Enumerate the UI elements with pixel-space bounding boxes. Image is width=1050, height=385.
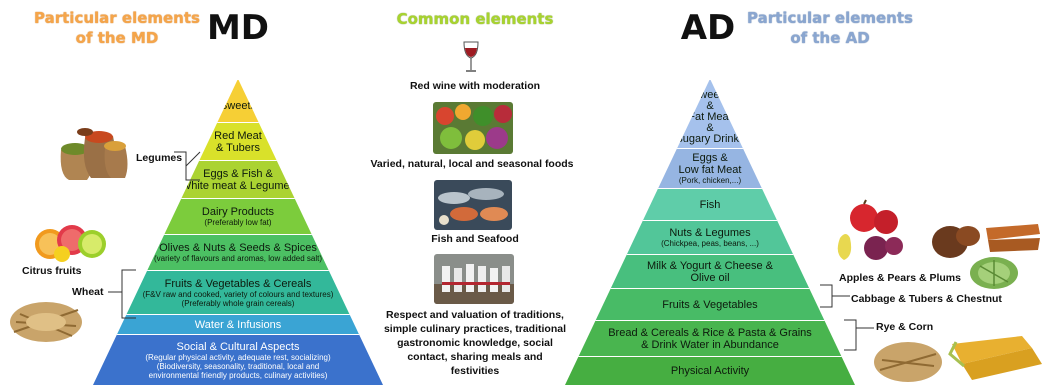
md-tier-fruits-veg-l1: Fruits & Vegetables & Cereals — [164, 277, 312, 290]
fish-seafood-label: Fish and Seafood — [431, 233, 519, 245]
ad-tier-fruits-l1: Fruits & Vegetables — [662, 298, 758, 311]
md-tier-red-meat-l1: Red Meat — [214, 129, 262, 142]
md-pyramid: Sweets Red Meat & Tubers Eggs & Fish & W… — [93, 80, 383, 385]
wine-label: Red wine with moderation — [409, 80, 541, 92]
traditions-l1: Respect and valuation of traditions, — [386, 309, 564, 321]
ad-tier-eggs-sub: (Pork, chicken,...) — [678, 176, 742, 185]
ad-tier-sweets-l4: & — [706, 121, 714, 134]
citrus-fruits-label: Citrus fruits — [22, 265, 82, 277]
ad-tier-nuts-sub: (Chickpea, peas, beans, ...) — [661, 239, 759, 248]
ad-pyramid: Sweets & Fat Meat & Sugary Drinks Eggs &… — [565, 80, 855, 385]
md-tier-sweets-label: Sweets — [219, 100, 257, 112]
ad-tier-sweets: Sweets & Fat Meat & Sugary Drinks — [565, 80, 855, 148]
ad-particular-line2: of the AD — [790, 29, 870, 47]
traditions-l2: simple culinary practices, traditional — [383, 323, 567, 335]
ad-fruit-bracket — [820, 284, 850, 308]
md-particular-header: Particular elements of the MD — [22, 8, 212, 48]
md-tier-social: Social & Cultural Aspects (Regular physi… — [93, 334, 383, 385]
traditions-photo — [434, 254, 514, 304]
md-tier-eggs-fish: Eggs & Fish & White meat & Legumes — [93, 160, 383, 198]
md-tier-olives-l1: Olives & Nuts & Seeds & Spices — [159, 242, 317, 254]
md-tier-dairy-sub: (Preferably low fat) — [204, 218, 272, 227]
ad-bread-bracket — [844, 319, 874, 351]
apples-image — [837, 199, 903, 260]
ad-tier-bread-l2: & Drink Water in Abundance — [641, 338, 779, 351]
ad-tier-nuts: Nuts & Legumes (Chickpea, peas, beans, .… — [565, 220, 855, 254]
md-tier-eggs-fish-l2: White meat & Legumes — [180, 179, 296, 192]
seafood-photo — [434, 180, 512, 230]
ad-tier-bread-l1: Bread & Cereals & Rice & Pasta & Grains — [608, 326, 812, 339]
md-tier-sweets: Sweets — [93, 80, 383, 122]
foods-label: Varied, natural, local and seasonal food… — [370, 158, 574, 170]
md-tier-eggs-fish-l1: Eggs & Fish & — [203, 167, 273, 180]
ad-tier-eggs-l1: Eggs & — [692, 152, 728, 164]
ad-tier-sweets-l3: Fat Meat — [688, 110, 732, 123]
traditions-l5: festivities — [450, 365, 500, 377]
ad-tier-milk-l1: Milk & Yogurt & Cheese & — [647, 259, 773, 272]
legumes-bracket — [174, 151, 201, 181]
traditions-l4: contact, sharing meals and — [407, 351, 543, 363]
ad-particular-line1: Particular elements — [747, 9, 913, 27]
cabbage-image — [970, 257, 1018, 289]
md-tier-dairy-l1: Dairy Products — [201, 206, 275, 218]
ad-tier-milk-l2: Olive oil — [690, 271, 730, 284]
ad-title: AD — [680, 8, 736, 48]
md-tier-fruits-veg-sub2: (Preferably whole grain cereals) — [181, 298, 295, 308]
ad-tier-fruits: Fruits & Vegetables — [565, 288, 855, 320]
md-tier-social-l1: Social & Cultural Aspects — [176, 340, 300, 353]
wheat-label: Wheat — [72, 286, 104, 298]
citrus-fruits-image — [35, 225, 106, 262]
ad-tier-milk: Milk & Yogurt & Cheese & Olive oil — [565, 254, 855, 288]
md-tier-dairy: Dairy Products (Preferably low fat) — [93, 198, 383, 234]
traditions-label: Respect and valuation of traditions, sim… — [370, 308, 580, 378]
ad-tier-sweets-l5: Sugary Drinks — [675, 132, 745, 145]
md-fruit-wheat-bracket — [108, 269, 136, 319]
md-tier-social-sub1: (Regular physical activity, adequate res… — [145, 352, 331, 362]
md-title: MD — [206, 8, 270, 48]
md-tier-social-sub2: (Biodiversity, seasonality, traditional,… — [156, 361, 320, 371]
cabbage-label: Cabbage & Tubers & Chestnut — [851, 293, 1002, 305]
rye-corn-image — [874, 336, 1042, 382]
market-vegetables-photo — [433, 102, 513, 154]
common-elements-header: Common elements — [396, 10, 554, 28]
ad-tier-nuts-l1: Nuts & Legumes — [669, 227, 751, 239]
rye-corn-label: Rye & Corn — [876, 321, 934, 333]
md-particular-line2: of the MD — [75, 29, 159, 47]
ad-tier-fish-l1: Fish — [699, 198, 721, 211]
md-tier-water-l1: Water & Infusions — [194, 318, 282, 331]
md-tier-olives-sub: (variety of flavours and aromas, low add… — [153, 254, 323, 263]
apples-label: Apples & Pears & Plums — [839, 272, 961, 284]
md-tier-social-sub3: environmental friendly products, culinar… — [148, 370, 328, 380]
ad-tier-physical: Physical Activity — [565, 356, 855, 385]
md-tier-fruits-veg-sub1: (F&V raw and cooked, variety of colours … — [142, 289, 334, 299]
ad-tier-eggs: Eggs & Low fat Meat (Pork, chicken,...) — [565, 148, 855, 188]
chestnuts-image — [932, 224, 1040, 258]
wheat-image — [10, 302, 82, 342]
traditions-l3: gastronomic knowledge, social — [397, 337, 553, 349]
ad-tier-physical-l1: Physical Activity — [670, 365, 750, 377]
wine-glass-icon — [463, 41, 479, 72]
ad-tier-eggs-l2: Low fat Meat — [678, 164, 742, 176]
legumes-label: Legumes — [136, 152, 183, 164]
md-tier-olives: Olives & Nuts & Seeds & Spices (variety … — [93, 234, 383, 270]
md-tier-water: Water & Infusions — [93, 314, 383, 334]
ad-tier-fish: Fish — [565, 188, 855, 220]
ad-tier-sweets-l2: & — [706, 99, 714, 112]
md-particular-line1: Particular elements — [34, 9, 200, 27]
ad-tier-bread: Bread & Cereals & Rice & Pasta & Grains … — [565, 320, 855, 356]
ad-particular-header: Particular elements of the AD — [735, 8, 925, 48]
ad-tier-sweets-l1: Sweets — [691, 88, 729, 101]
md-tier-red-meat-l2: & Tubers — [215, 141, 261, 154]
legumes-sacks-image — [60, 128, 128, 180]
